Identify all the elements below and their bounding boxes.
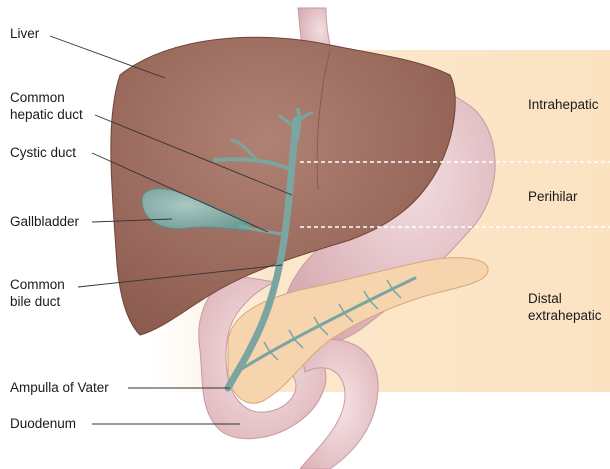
zone-label-perihilar: Perihilar [528,188,578,205]
label-common-bile-duct-line2: bile duct [10,293,60,310]
zone-label-distal-line1: Distal [528,290,562,307]
label-duodenum: Duodenum [10,415,76,432]
label-cystic-duct: Cystic duct [10,144,76,161]
label-gallbladder: Gallbladder [10,213,79,230]
label-common-hepatic-duct-line2: hepatic duct [10,106,83,123]
label-liver: Liver [10,25,39,42]
label-common-hepatic-duct-line1: Common [10,89,65,106]
zone-label-intrahepatic: Intrahepatic [528,96,599,113]
label-common-bile-duct-line1: Common [10,276,65,293]
leader-liver [50,36,165,78]
label-ampulla-of-vater: Ampulla of Vater [10,379,109,396]
zone-label-distal-line2: extrahepatic [528,307,602,324]
